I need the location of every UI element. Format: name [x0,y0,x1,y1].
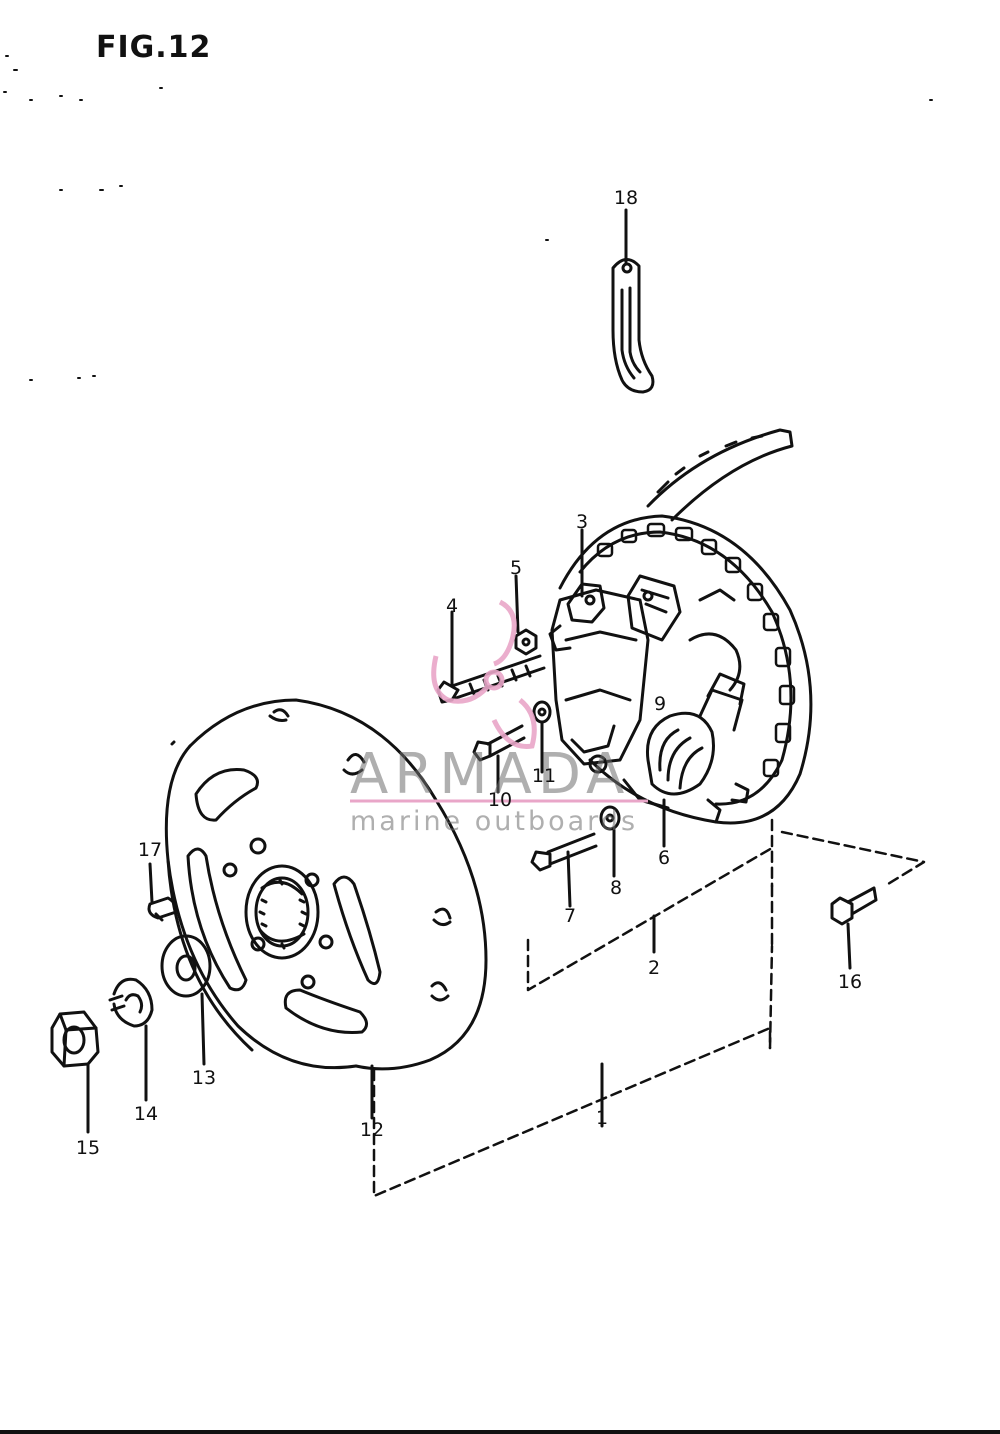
part-16-bolt [830,886,878,926]
callout-10: 10 [487,789,513,811]
callout-11: 11 [531,765,557,787]
part-18-clip [611,258,655,394]
part-15-nut [50,1010,100,1068]
callout-16: 16 [837,971,863,993]
callout-12: 12 [359,1119,385,1141]
callout-2: 2 [647,957,661,979]
callout-5: 5 [509,557,523,579]
callout-4: 4 [445,595,459,617]
callout-8: 8 [609,877,623,899]
scan-specks [3,55,933,381]
callout-15: 15 [75,1137,101,1159]
callout-1: 1 [595,1107,609,1129]
leader-16 [846,922,852,970]
callout-18: 18 [613,187,639,209]
part-12-flywheel [164,698,488,1071]
part-8-nut [599,805,621,831]
callout-6: 6 [657,847,671,869]
callout-7: 7 [563,905,577,927]
callout-3: 3 [575,511,589,533]
callout-13: 13 [191,1067,217,1089]
part-2-stator-assembly [548,428,813,825]
part-17-key [147,896,178,922]
part-11-nut [532,700,552,724]
callout-14: 14 [133,1103,159,1125]
part-5-nut [514,628,538,656]
bottom-border [0,1430,1000,1434]
part-4-screw [436,654,546,704]
watermark-tagline: marine outboards [350,806,639,837]
part-7-screw [530,832,598,872]
part-13-washer [160,934,212,998]
figure-title: FIG.12 [96,30,212,65]
watermark-brand: ARMADA [350,742,631,807]
assembly-brackets [372,818,926,1198]
leader-13 [200,992,206,1066]
callout-17: 17 [137,839,163,861]
watermark-propeller-icon [431,599,537,749]
part-14-lockwasher [108,977,154,1028]
leader-7 [566,850,572,908]
leader-17 [148,862,154,904]
callout-9: 9 [653,693,667,715]
leader-5 [514,574,520,634]
